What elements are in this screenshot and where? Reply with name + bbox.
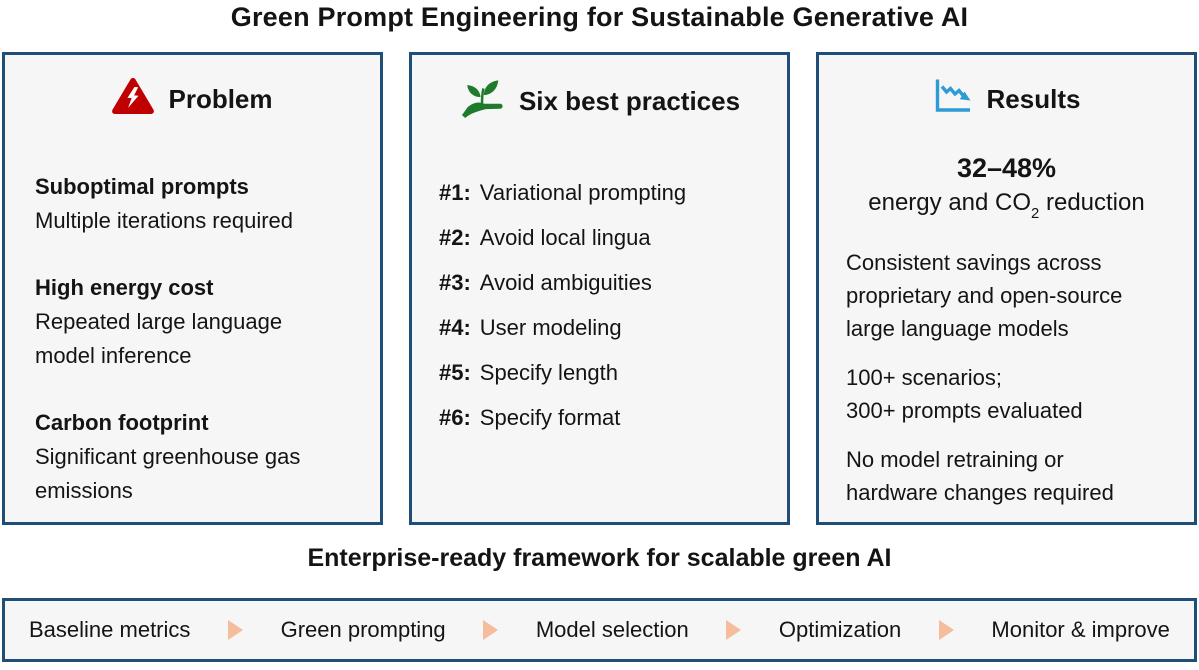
practice-number: #3: bbox=[439, 270, 471, 295]
practice-label: Variational prompting bbox=[479, 180, 687, 205]
framework-subtitle: Enterprise-ready framework for scalable … bbox=[307, 544, 892, 572]
results-paragraphs: Consistent savings across proprietary an… bbox=[846, 246, 1182, 509]
warning-triangle-icon bbox=[112, 77, 155, 122]
practice-number: #1: bbox=[439, 180, 471, 205]
practice-label: Avoid local lingua bbox=[479, 225, 651, 250]
practice-item: #2: Avoid local lingua bbox=[439, 221, 777, 254]
practice-number: #6: bbox=[439, 405, 471, 430]
problem-item-title: High energy cost bbox=[35, 275, 214, 300]
co2-reduction-line: energy and CO2 reduction bbox=[819, 189, 1194, 223]
co2-line-pre: energy and CO bbox=[868, 189, 1032, 216]
practice-item: #1: Variational prompting bbox=[439, 176, 777, 209]
arrow-right-icon bbox=[726, 620, 742, 640]
practice-item: #4: User modeling bbox=[439, 311, 777, 344]
results-panel-title: Results bbox=[986, 83, 1081, 114]
results-panel-header: Results bbox=[819, 77, 1194, 121]
pipeline-step: Model selection bbox=[535, 617, 689, 642]
practice-number: #5: bbox=[439, 360, 471, 385]
practices-list: #1: Variational prompting #2: Avoid local … bbox=[439, 176, 777, 434]
results-body: 32–48% energy and CO2 reduction Consiste… bbox=[819, 153, 1194, 509]
results-panel: Results 32–48% energy and CO2 reduction … bbox=[816, 52, 1197, 525]
practice-item: #5: Specify length bbox=[439, 356, 777, 389]
arrow-right-icon bbox=[938, 620, 954, 640]
problem-item: High energy cost Repeated large language… bbox=[35, 271, 362, 373]
pipeline-step: Green prompting bbox=[280, 617, 446, 642]
practice-number: #4: bbox=[439, 315, 471, 340]
co2-subscript: 2 bbox=[1031, 206, 1040, 223]
practice-label: Avoid ambiguities bbox=[479, 270, 652, 295]
pipeline-step: Monitor & improve bbox=[991, 617, 1170, 642]
savings-range-value: 32–48% bbox=[956, 153, 1057, 183]
practices-panel-header: Six best practices bbox=[412, 77, 787, 126]
arrow-right-icon bbox=[483, 620, 499, 640]
results-paragraph: No model retraining or hardware changes … bbox=[846, 446, 1114, 505]
declining-chart-icon bbox=[933, 77, 973, 121]
practices-panel-title: Six best practices bbox=[518, 86, 741, 116]
practice-label: Specify format bbox=[479, 405, 621, 430]
problem-item-desc: Significant greenhouse gas emissions bbox=[35, 444, 301, 503]
practice-number: #2: bbox=[439, 225, 471, 250]
pipeline-bar: Baseline metrics Green prompting Model s… bbox=[2, 598, 1197, 662]
results-paragraph: 100+ scenarios; 300+ prompts evaluated bbox=[846, 364, 1083, 423]
pipeline-step: Baseline metrics bbox=[29, 617, 191, 642]
practice-label: User modeling bbox=[479, 315, 622, 340]
problem-item-title: Carbon footprint bbox=[35, 410, 209, 435]
page-title: Green Prompt Engineering for Sustainable… bbox=[230, 2, 969, 32]
problem-item: Suboptimal prompts Multiple iterations r… bbox=[35, 170, 362, 238]
panels-row: Problem Suboptimal prompts Multiple iter… bbox=[2, 52, 1197, 525]
arrow-right-icon bbox=[227, 620, 243, 640]
practice-item: #3: Avoid ambiguities bbox=[439, 266, 777, 299]
co2-line-post: reduction bbox=[1039, 189, 1145, 216]
practice-label: Specify length bbox=[479, 360, 618, 385]
problem-item-title: Suboptimal prompts bbox=[35, 174, 249, 199]
problem-panel-title: Problem bbox=[168, 84, 273, 114]
problem-item-desc: Repeated large language model inference bbox=[35, 309, 283, 368]
problem-panel: Problem Suboptimal prompts Multiple iter… bbox=[2, 52, 383, 525]
problem-item: Carbon footprint Significant greenhouse … bbox=[35, 406, 362, 508]
seedling-hand-icon bbox=[459, 77, 505, 126]
pipeline-step: Optimization bbox=[778, 617, 902, 642]
problem-list: Suboptimal prompts Multiple iterations r… bbox=[35, 170, 362, 508]
practices-panel: Six best practices #1: Variational prompt… bbox=[409, 52, 790, 525]
results-paragraph: Consistent savings across proprietary an… bbox=[846, 249, 1123, 341]
practice-item: #6: Specify format bbox=[439, 401, 777, 434]
problem-item-desc: Multiple iterations required bbox=[35, 208, 294, 233]
problem-panel-header: Problem bbox=[5, 77, 380, 122]
